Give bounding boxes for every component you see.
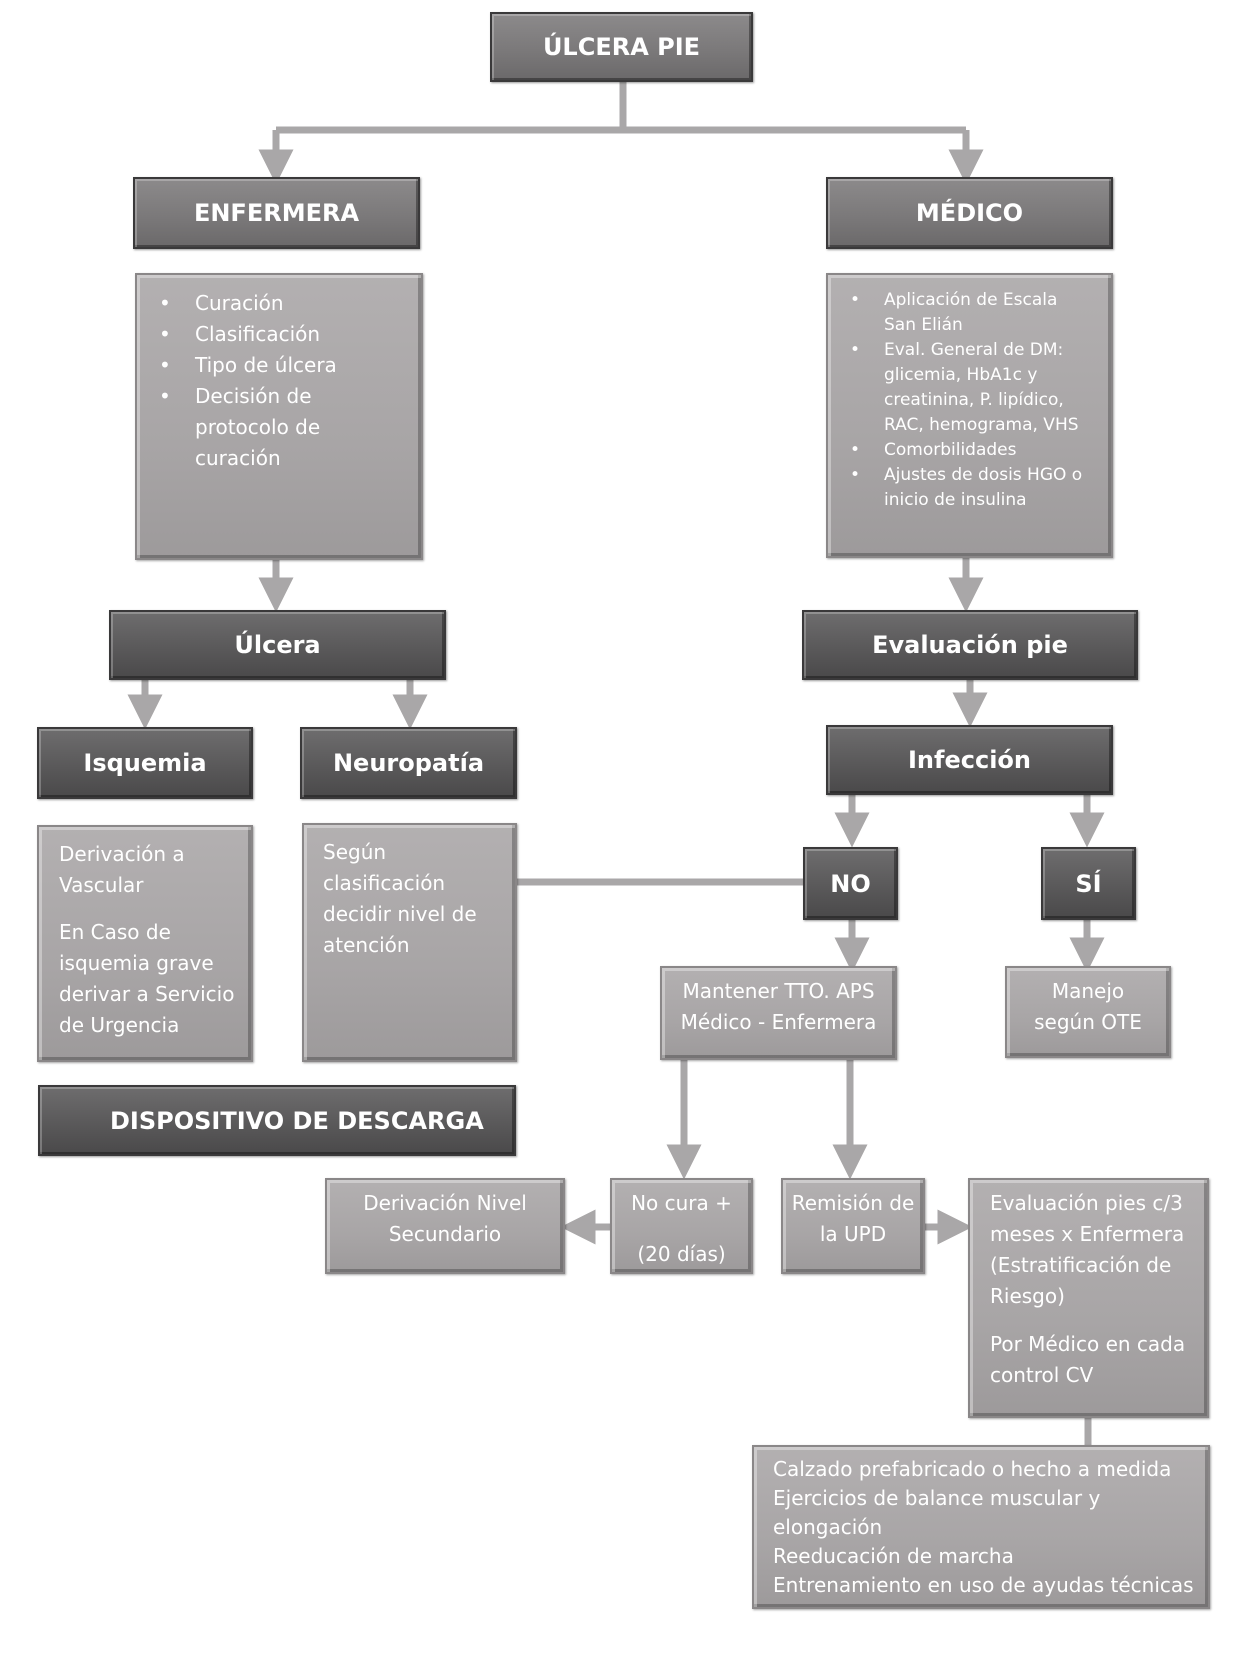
list-item: Tipo de úlcera (137, 350, 401, 381)
isquemia-box: Derivación a Vascular En Caso de isquemi… (37, 825, 253, 1062)
medico-label: MÉDICO (915, 199, 1024, 227)
medico-task-list: Aplicación de Escala San Elián Eval. Gen… (828, 288, 1091, 513)
isquemia-text-2: En Caso de isquemia grave derivar a Serv… (59, 920, 235, 1037)
remision-text: Remisión de la UPD (791, 1191, 915, 1246)
enfermera-header: ENFERMERA (133, 177, 420, 249)
ulcera-header: Úlcera (109, 610, 446, 680)
list-item: Curación (137, 288, 401, 319)
neuropatia-text: Según clasificación decidir nivel de ate… (323, 840, 477, 957)
calzado-line: Calzado prefabricado o hecho a medida (773, 1457, 1172, 1481)
neuropatia-header: Neuropatía (300, 727, 517, 799)
title-box: ÚLCERA PIE (490, 12, 753, 82)
isquemia-text-1: Derivación a Vascular (59, 842, 185, 897)
connector-title-split (276, 82, 966, 134)
dispositivo-label: DISPOSITIVO DE DESCARGA (110, 1106, 484, 1135)
no-cura-line-2: (20 días) (637, 1242, 726, 1266)
list-item: Comorbilidades (828, 438, 1091, 463)
enfermera-task-list: Curación Clasificación Tipo de úlcera De… (137, 288, 401, 474)
evaluacion-pies-text-2: Por Médico en cada control CV (990, 1332, 1186, 1387)
list-item: Decisión de protocolo de curación (137, 381, 401, 474)
evaluacion-pie-label: Evaluación pie (872, 631, 1068, 659)
no-cura-box: No cura + (20 días) (610, 1178, 753, 1274)
medico-tasks-box: Aplicación de Escala San Elián Eval. Gen… (826, 273, 1113, 558)
enfermera-label: ENFERMERA (193, 199, 360, 227)
list-item: Eval. General de DM: glicemia, HbA1c y c… (828, 338, 1091, 438)
medico-header: MÉDICO (826, 177, 1113, 249)
calzado-line: Reeducación de marcha (773, 1544, 1014, 1568)
mantener-text: Mantener TTO. APS Médico - Enfermera (680, 979, 877, 1034)
list-item: Aplicación de Escala San Elián (828, 288, 1091, 338)
derivacion-nivel-text: Derivación Nivel Secundario (363, 1191, 527, 1246)
evaluacion-pie-header: Evaluación pie (802, 610, 1138, 680)
no-label: NO (830, 869, 871, 898)
infeccion-header: Infección (826, 725, 1113, 795)
remision-box: Remisión de la UPD (781, 1178, 925, 1274)
ulcera-label: Úlcera (234, 631, 321, 659)
neuropatia-label: Neuropatía (332, 749, 485, 777)
mantener-box: Mantener TTO. APS Médico - Enfermera (660, 966, 897, 1060)
calzado-box: Calzado prefabricado o hecho a medida Ej… (752, 1445, 1210, 1609)
isquemia-header: Isquemia (37, 727, 253, 799)
enfermera-tasks-box: Curación Clasificación Tipo de úlcera De… (135, 273, 423, 560)
evaluacion-pies-text-1: Evaluación pies c/3 meses x Enfermera (E… (990, 1191, 1185, 1308)
manejo-box: Manejo según OTE (1005, 966, 1171, 1058)
dispositivo-header: DISPOSITIVO DE DESCARGA (38, 1085, 516, 1156)
si-box: SÍ (1041, 847, 1136, 920)
calzado-line: Entrenamiento en uso de ayudas técnicas (773, 1573, 1194, 1597)
list-item: Ajustes de dosis HGO o inicio de insulin… (828, 463, 1091, 513)
si-label: SÍ (1075, 869, 1102, 898)
list-item: Clasificación (137, 319, 401, 350)
manejo-text: Manejo según OTE (1034, 979, 1142, 1034)
derivacion-nivel-box: Derivación Nivel Secundario (325, 1178, 565, 1274)
evaluacion-pies-box: Evaluación pies c/3 meses x Enfermera (E… (968, 1178, 1209, 1418)
no-cura-line-1: No cura + (631, 1191, 732, 1215)
no-box: NO (803, 847, 898, 920)
infeccion-label: Infección (908, 746, 1031, 774)
neuropatia-box: Según clasificación decidir nivel de ate… (302, 823, 517, 1062)
title-label: ÚLCERA PIE (542, 33, 701, 61)
isquemia-label: Isquemia (83, 749, 207, 777)
calzado-line: Ejercicios de balance muscular y elongac… (773, 1486, 1101, 1539)
